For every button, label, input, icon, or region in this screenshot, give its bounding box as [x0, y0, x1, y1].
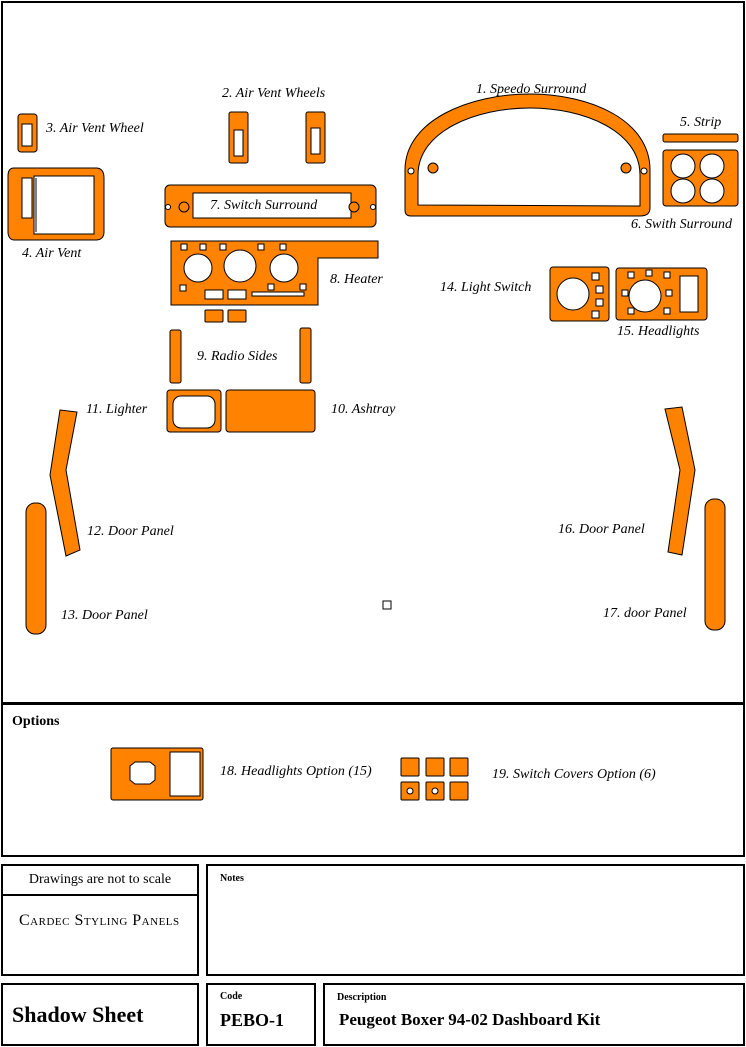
label-speedo-surround: 1. Speedo Surround — [476, 82, 587, 97]
part-door-panel-16 — [664, 406, 696, 556]
label-lighter: 11. Lighter — [86, 402, 148, 417]
scale-note: Drawings are not to scale — [28, 872, 172, 887]
options-heading: Options — [12, 714, 60, 729]
part-door-panel-17 — [704, 498, 726, 631]
sheet-title-box: Shadow Sheet — [1, 983, 199, 1046]
description-box: Description Peugeot Boxer 94-02 Dashboar… — [323, 983, 745, 1046]
part-switch-cover-3 — [449, 757, 469, 777]
code-label: Code — [220, 991, 243, 1002]
label-door-panel-17: 17. door Panel — [603, 606, 687, 621]
part-door-panel-13 — [25, 502, 47, 635]
part-ashtray — [225, 389, 316, 433]
label-door-panel-16: 16. Door Panel — [558, 522, 645, 537]
label-strip: 5. Strip — [680, 115, 722, 130]
scale-note-box: Drawings are not to scale Cardec Styling… — [1, 864, 199, 976]
label-headlights: 15. Headlights — [617, 324, 700, 339]
label-door-panel-12: 12. Door Panel — [87, 524, 174, 539]
label-light-switch: 14. Light Switch — [440, 280, 532, 295]
label-headlights-option: 18. Headlights Option (15) — [220, 764, 372, 779]
scale-note-row: Drawings are not to scale — [3, 866, 197, 896]
options-drawing — [110, 747, 469, 801]
label-air-vent: 4. Air Vent — [22, 246, 82, 261]
brand: Cardec Styling Panels — [19, 912, 180, 929]
code-value: PEBO-1 — [220, 1010, 285, 1030]
part-switch-cover-1 — [400, 757, 420, 777]
label-switch-surround: 7. Switch Surround — [210, 198, 318, 213]
label-swith-surround: 6. Swith Surround — [631, 217, 732, 232]
label-radio-sides: 9. Radio Sides — [197, 349, 278, 364]
part-radio-side-right — [299, 327, 312, 384]
parts-drawing — [7, 93, 739, 635]
label-air-vent-wheel: 3. Air Vent Wheel — [46, 121, 144, 136]
label-air-vent-wheels: 2. Air Vent Wheels — [222, 86, 326, 101]
part-switch-cover-2 — [425, 757, 445, 777]
part-heater-tab-right — [227, 309, 247, 323]
label-switch-covers-option: 19. Switch Covers Option (6) — [492, 767, 656, 782]
notes-box: Notes — [206, 864, 745, 976]
part-switch-cover-6 — [449, 781, 469, 801]
description-value: Peugeot Boxer 94-02 Dashboard Kit — [339, 1010, 601, 1029]
part-heater-tab-left — [204, 309, 224, 323]
part-door-panel-12 — [49, 409, 81, 557]
code-box: Code PEBO-1 — [206, 983, 316, 1046]
label-door-panel-13: 13. Door Panel — [61, 608, 148, 623]
label-heater: 8. Heater — [330, 272, 383, 287]
description-label: Description — [337, 992, 387, 1003]
part-strip — [662, 133, 739, 143]
notes-label: Notes — [220, 873, 244, 884]
sheet-title: Shadow Sheet — [12, 1002, 144, 1027]
part-radio-side-left — [169, 329, 182, 384]
label-ashtray: 10. Ashtray — [331, 402, 396, 417]
